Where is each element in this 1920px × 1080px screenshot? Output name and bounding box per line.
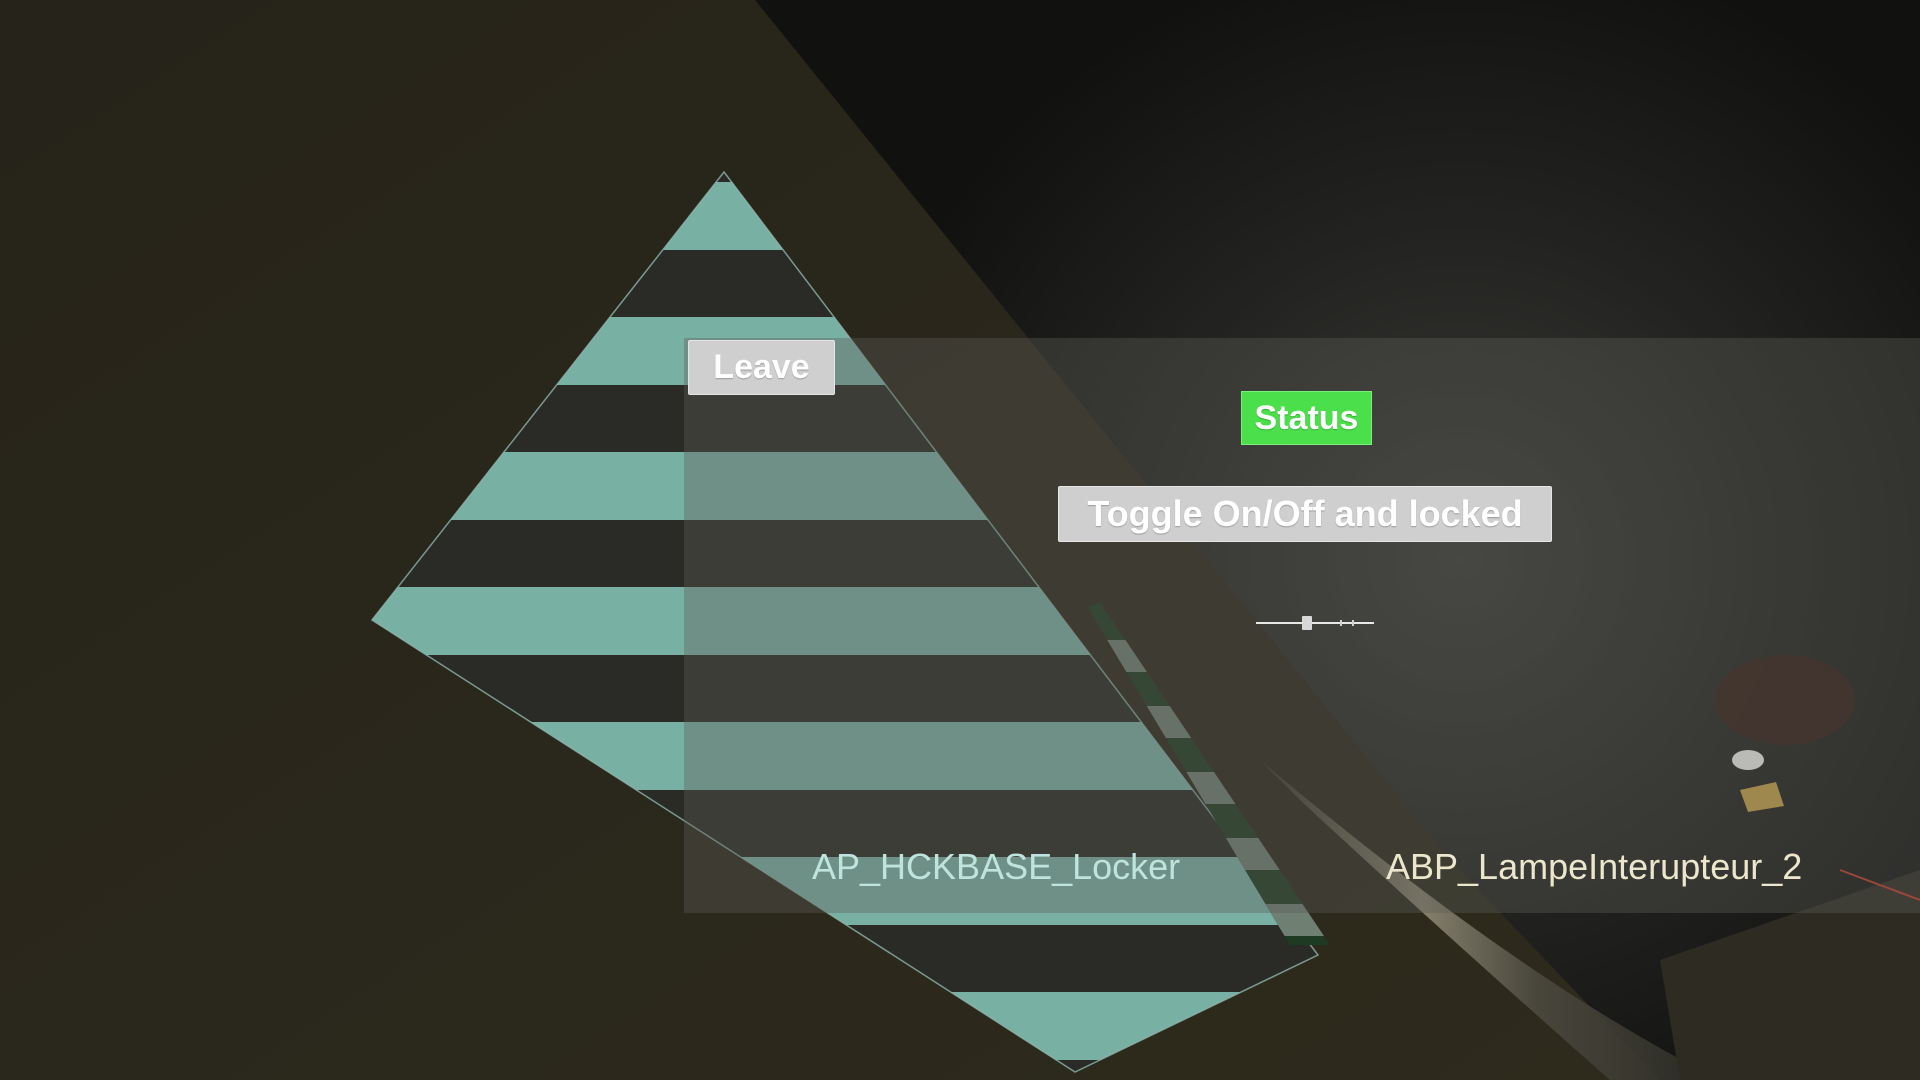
lamp-bulb <box>1732 750 1764 770</box>
slider-tick <box>1340 620 1348 626</box>
actor-label-locker: AP_HCKBASE_Locker <box>812 846 1181 887</box>
slider-track <box>1256 622 1374 624</box>
lamp-base <box>1740 782 1784 812</box>
actor-label-lamp: ABP_LampeInterupteur_2 <box>1386 846 1803 887</box>
lamp-shade-glow <box>1715 655 1855 745</box>
debug-red-line <box>1839 869 1920 901</box>
floor-corner <box>1660 870 1920 1080</box>
status-slider[interactable] <box>1256 612 1374 634</box>
locker-outline <box>370 170 1320 1073</box>
slider-tick <box>1352 620 1360 626</box>
status-badge: Status <box>1241 391 1372 445</box>
toggle-on-off-locked-button[interactable]: Toggle On/Off and locked <box>1058 486 1552 542</box>
slider-thumb[interactable] <box>1302 616 1312 630</box>
leave-button[interactable]: Leave <box>688 340 835 395</box>
